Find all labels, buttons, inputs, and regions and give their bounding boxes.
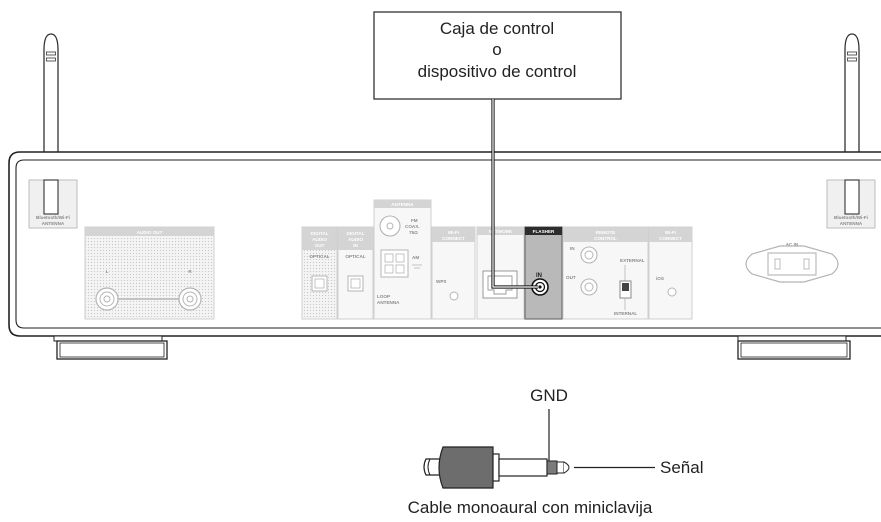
antenna-label-left-1: Bluetooth/Wi-Fi	[36, 215, 70, 220]
remote-label-1: REMOTE	[596, 230, 616, 235]
callout-line-2: o	[492, 40, 501, 59]
digital-audio-in-panel: DIGITAL AUDIO IN OPTICAL	[337, 226, 374, 320]
left-antenna	[43, 33, 59, 186]
antenna-label-right-1: Bluetooth/Wi-Fi	[834, 215, 868, 220]
antenna-fm-am-panel: ANTENNA FM COAX. 75Ω AM LOOP ANTENNA	[373, 199, 432, 320]
antenna-label: ANTENNA	[391, 202, 414, 207]
optical-out-label: OPTICAL	[309, 254, 329, 259]
wifi-connect-ios-label-1: Wi-Fi	[665, 230, 676, 235]
audio-out-r-label: R	[188, 269, 192, 274]
digital-in-label-2: AUDIO	[348, 237, 363, 242]
flasher-in-panel: FLASHER IN	[524, 226, 563, 320]
remote-control-panel: REMOTE CONTROL IN OUT EXTERNAL INTERNAL	[562, 226, 649, 320]
gnd-label: GND	[530, 386, 568, 405]
digital-in-label-1: DIGITAL	[346, 231, 364, 236]
left-antenna-plate: Bluetooth/Wi-Fi ANTENNA	[28, 179, 78, 229]
audio-out-label: AUDIO OUT	[137, 230, 163, 235]
callout-line-1: Caja de control	[440, 19, 554, 38]
ios-label: iOS	[656, 276, 664, 281]
antenna-label-left-2: ANTENNA	[42, 221, 65, 226]
wps-label: WPS	[436, 279, 446, 284]
digital-out-label-3: OUT	[315, 243, 325, 248]
control-box-callout: Caja de control o dispositivo de control	[373, 11, 622, 100]
digital-out-label-2: AUDIO	[312, 237, 327, 242]
fm-label-2: COAX.	[405, 224, 420, 229]
optical-in-label: OPTICAL	[345, 254, 365, 259]
remote-in-label: IN	[570, 246, 575, 251]
fm-label-1: FM	[411, 218, 418, 223]
flasher-label: FLASHER	[533, 229, 555, 234]
am-label: AM	[412, 255, 419, 260]
fm-label-3: 75Ω	[409, 230, 418, 235]
remote-out-label: OUT	[566, 275, 576, 280]
audio-out-panel: AUDIO OUT L R	[84, 226, 215, 320]
network-panel: NETWORK	[476, 226, 525, 320]
flasher-in-label: IN	[536, 273, 542, 279]
cable-caption: Cable monoaural con miniclavija	[408, 498, 653, 517]
wifi-connect-wps-panel: Wi-Fi CONNECT WPS	[431, 226, 476, 320]
wifi-connect-ios-label-2: CONNECT	[659, 236, 682, 241]
callout-line-3: dispositivo de control	[418, 62, 577, 81]
signal-label: Señal	[660, 458, 703, 477]
audio-out-l-label: L	[106, 269, 109, 274]
ac-in-socket: AC IN	[745, 242, 839, 283]
remote-label-2: CONTROL	[594, 236, 617, 241]
internal-label: INTERNAL	[614, 311, 637, 316]
wifi-connect-label-1: Wi-Fi	[448, 230, 459, 235]
wifi-connect-label-2: CONNECT	[442, 236, 465, 241]
left-foot	[53, 335, 168, 360]
right-antenna	[844, 33, 860, 186]
digital-in-label-3: IN	[353, 243, 358, 248]
antenna-label-right-2: ANTENNA	[840, 221, 863, 226]
loop-label-1: LOOP	[377, 294, 390, 299]
right-foot	[737, 335, 851, 360]
wifi-connect-ios-panel: Wi-Fi CONNECT iOS	[648, 226, 693, 320]
network-label: NETWORK	[489, 229, 513, 234]
mini-plug-cable	[423, 409, 655, 489]
digital-out-label-1: DIGITAL	[310, 231, 328, 236]
loop-label-2: ANTENNA	[377, 300, 400, 305]
digital-audio-out-panel: DIGITAL AUDIO OUT OPTICAL	[301, 226, 338, 320]
right-antenna-plate: Bluetooth/Wi-Fi ANTENNA	[826, 179, 876, 229]
flasher-cable	[491, 99, 538, 289]
ac-in-label: AC IN	[786, 242, 799, 247]
external-label: EXTERNAL	[620, 258, 645, 263]
